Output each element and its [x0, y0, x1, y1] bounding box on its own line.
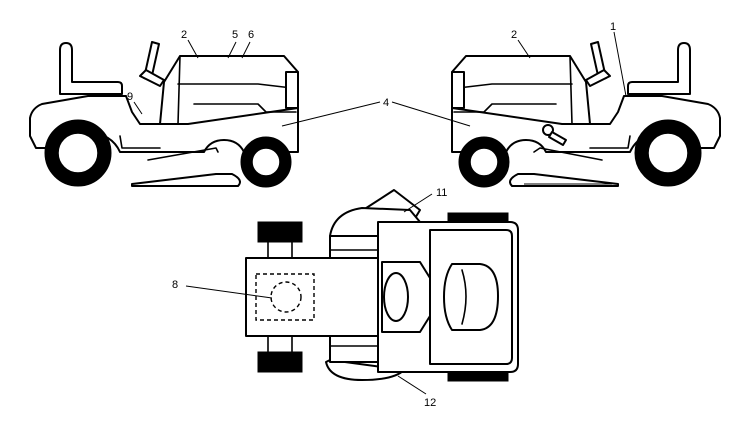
callout-label: 12 [424, 397, 436, 409]
callout-label: 11 [436, 187, 447, 199]
front-axle [257, 221, 303, 373]
front-wheel [240, 136, 292, 188]
hood [451, 55, 591, 125]
callout-label: 2 [181, 29, 187, 41]
steering-top [381, 261, 431, 333]
callout-labels: 2 5 6 9 4 2 1 11 8 12 [127, 21, 616, 409]
tractor-side-view-right [451, 41, 721, 188]
front-wheel [458, 136, 510, 188]
callout-label: 8 [172, 279, 178, 291]
rear-wheel [634, 119, 702, 187]
callout-label: 5 [232, 29, 238, 41]
seat [627, 42, 691, 95]
hood [159, 55, 299, 125]
leader-lines [133, 31, 627, 395]
steering-wheel [139, 41, 165, 87]
callout-label: 2 [511, 29, 517, 41]
callout-label: 1 [610, 21, 616, 33]
callout-label: 9 [127, 91, 133, 103]
steering-wheel [585, 41, 611, 87]
mower-deck [131, 147, 241, 187]
mower-deck [509, 147, 619, 187]
callout-label: 6 [248, 29, 254, 41]
rear-wheel [44, 119, 112, 187]
lift-lever [542, 124, 567, 146]
tractor-side-view-left [29, 41, 299, 188]
callout-label: 4 [383, 97, 389, 109]
hood-top [245, 257, 379, 337]
seat [59, 42, 123, 95]
tractor-top-view [245, 189, 519, 382]
